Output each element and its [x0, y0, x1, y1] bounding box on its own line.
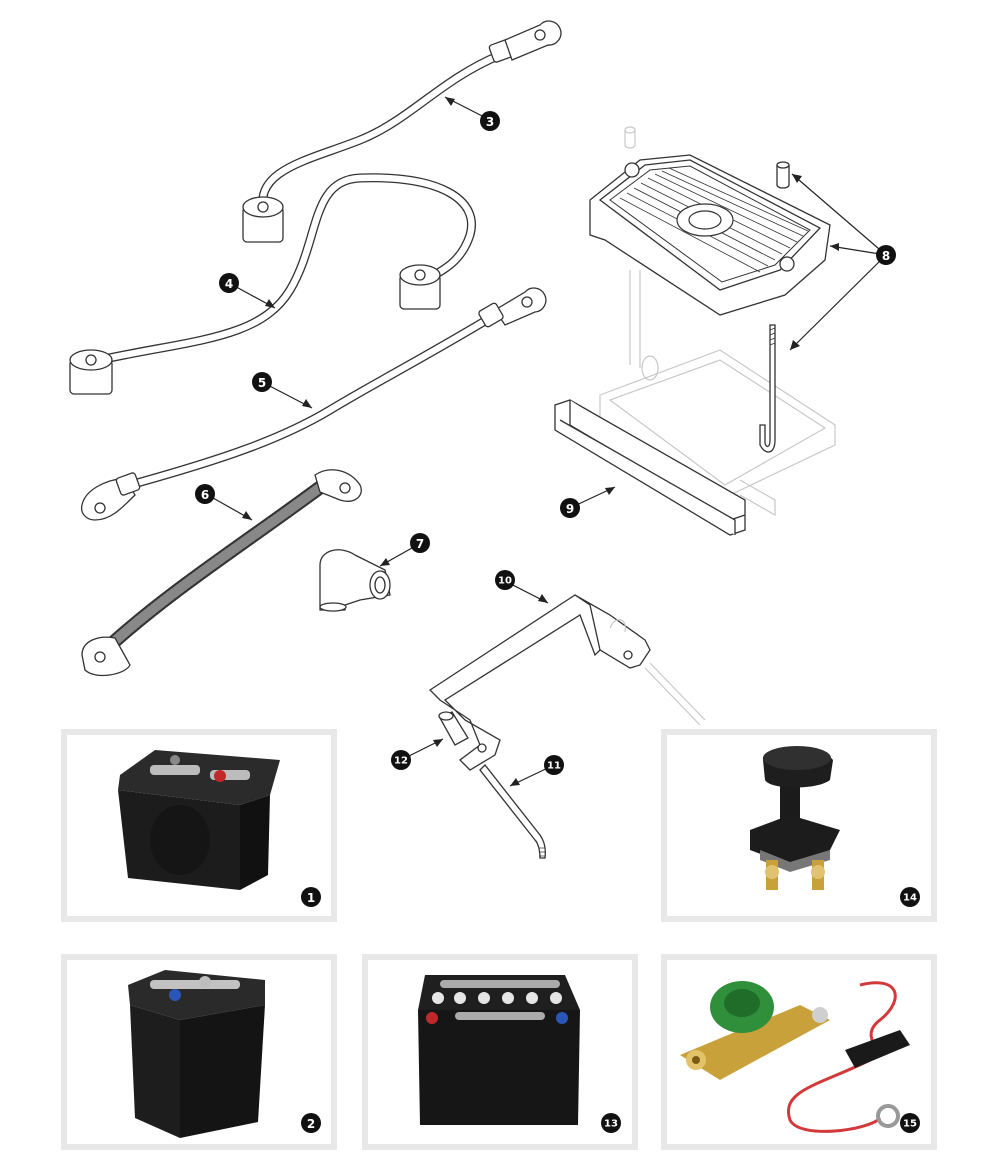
- svg-text:1: 1: [307, 891, 315, 905]
- svg-text:2: 2: [307, 1117, 315, 1131]
- locating-pin-12: [438, 711, 469, 746]
- callout-11: 11: [544, 755, 564, 775]
- panel-terminal-disconnect-15[interactable]: [661, 954, 937, 1150]
- svg-text:15: 15: [903, 1119, 917, 1130]
- battery-icon: [418, 975, 580, 1125]
- svg-text:9: 9: [566, 502, 574, 516]
- svg-text:12: 12: [394, 756, 408, 767]
- callout-10: 10: [495, 570, 515, 590]
- callout-7: 7: [410, 533, 430, 553]
- callout-8: 8: [876, 245, 896, 265]
- callout-2: 2: [301, 1113, 321, 1133]
- callout-15: 15: [900, 1113, 920, 1133]
- callout-5: 5: [252, 372, 272, 392]
- svg-text:5: 5: [258, 376, 266, 390]
- isolator-switch-icon: [750, 746, 840, 890]
- battery-clamp-bracket-10: [428, 594, 706, 771]
- svg-text:6: 6: [201, 488, 209, 502]
- callout-3: 3: [480, 111, 500, 131]
- panel-battery-1[interactable]: [61, 729, 337, 922]
- callout-1: 1: [301, 887, 321, 907]
- terminal-cover-elbow-7: [319, 549, 391, 612]
- callout-9: 9: [560, 498, 580, 518]
- battery-cable-4: [69, 173, 476, 395]
- panel-isolator-switch-14[interactable]: [661, 729, 937, 922]
- svg-text:7: 7: [416, 537, 424, 551]
- battery-icon: [128, 970, 265, 1138]
- svg-text:8: 8: [882, 249, 890, 263]
- braided-earth-strap-6: [81, 469, 362, 677]
- panel-battery-13[interactable]: [362, 954, 638, 1150]
- battery-cable-5: [80, 287, 547, 521]
- svg-text:10: 10: [498, 576, 512, 587]
- svg-text:4: 4: [225, 277, 233, 291]
- callout-4: 4: [219, 273, 239, 293]
- clamp-rod-11: [479, 764, 546, 859]
- panel-battery-2[interactable]: [61, 954, 337, 1150]
- svg-text:3: 3: [486, 115, 494, 129]
- callout-12: 12: [391, 750, 411, 770]
- battery-icon: [118, 750, 280, 890]
- svg-text:13: 13: [604, 1119, 618, 1130]
- svg-text:11: 11: [547, 761, 561, 772]
- callout-13: 13: [601, 1113, 621, 1133]
- earth-strap-cable-3: [242, 20, 562, 243]
- leader-lines: [205, 96, 887, 787]
- svg-text:14: 14: [903, 893, 917, 904]
- callout-6: 6: [195, 484, 215, 504]
- battery-tray-assembly: [554, 126, 836, 536]
- terminal-disconnect-icon: [680, 981, 910, 1133]
- callout-14: 14: [900, 887, 920, 907]
